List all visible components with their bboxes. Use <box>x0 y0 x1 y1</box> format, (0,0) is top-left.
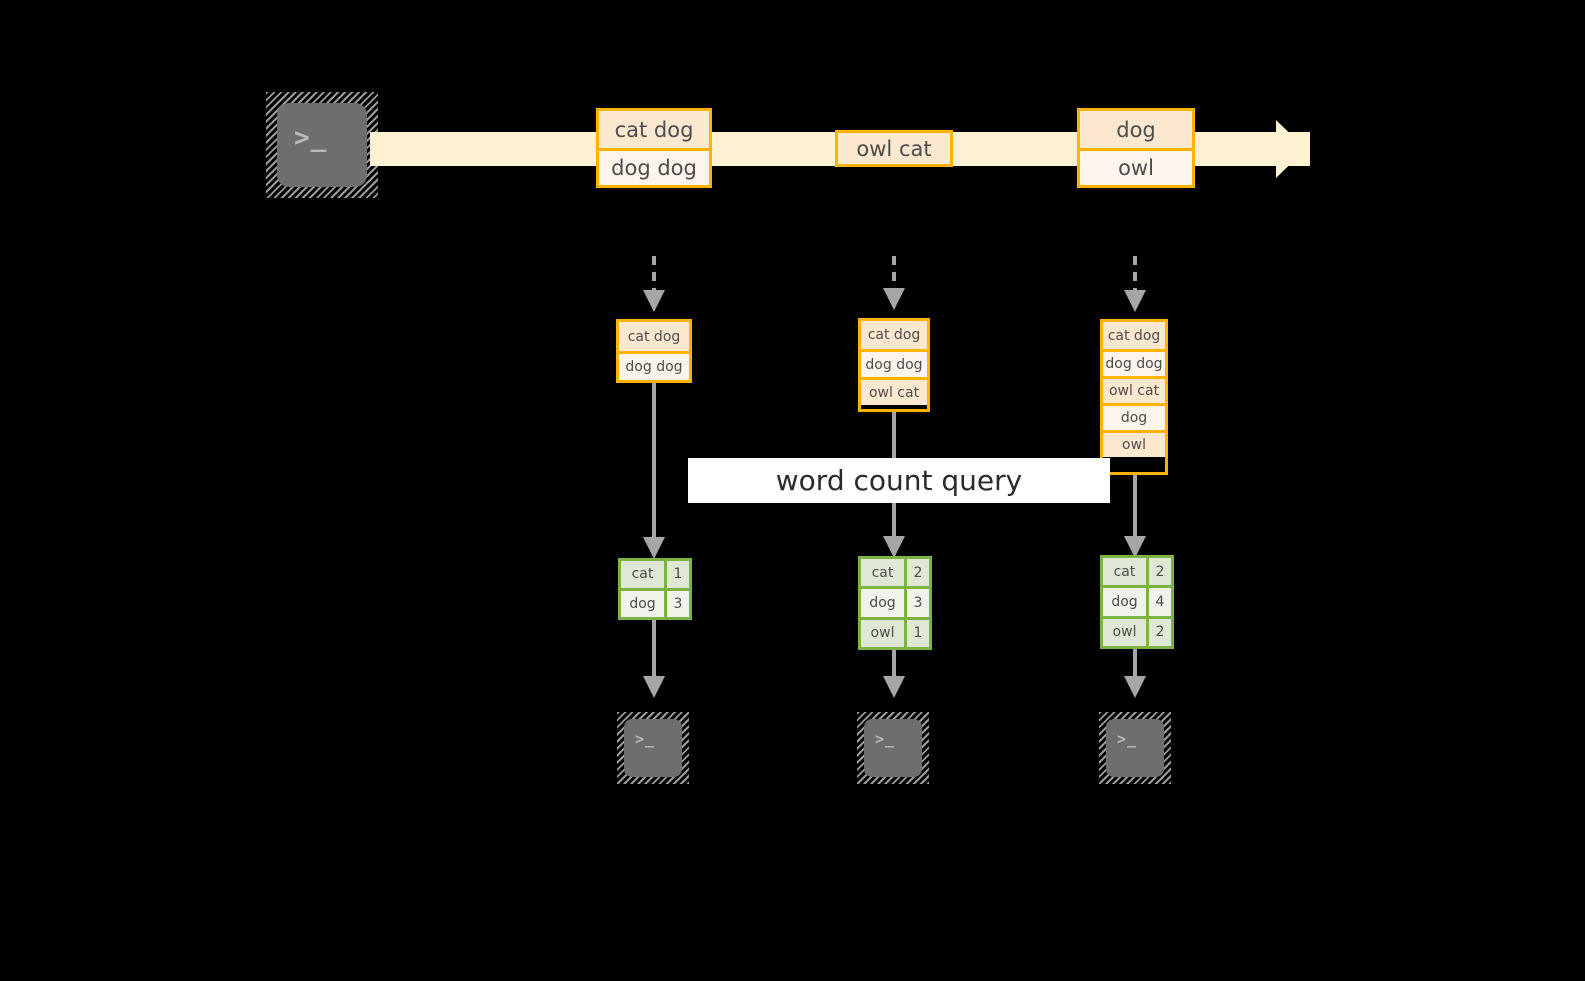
result-table-2-row: owl 1 <box>861 616 929 647</box>
trigger-3-query-arrowhead-icon <box>1124 536 1146 558</box>
stream-batch-2: owl cat <box>835 130 953 167</box>
stream-batch-1-line: cat dog <box>599 111 709 148</box>
result-count: 2 <box>904 559 929 587</box>
result-count: 3 <box>904 589 929 617</box>
sink-terminal-1: >_ <box>617 712 689 784</box>
sink-terminal-2-prompt-icon: >_ <box>875 730 896 748</box>
stream-batch-3-line: dog <box>1080 111 1192 148</box>
result-word: cat <box>861 559 904 587</box>
result-table-3: cat 2 dog 4 owl 2 <box>1100 555 1174 649</box>
trigger-1-sink-arrowhead-icon <box>643 676 665 698</box>
input-table-1-row: dog dog <box>619 351 689 380</box>
input-table-2: cat dog dog dog owl cat <box>858 318 930 412</box>
input-table-3-row: cat dog <box>1103 322 1165 349</box>
source-terminal-body <box>277 103 367 187</box>
result-word: owl <box>1103 618 1146 646</box>
input-table-3: cat dog dog dog owl cat dog owl <box>1100 319 1168 475</box>
result-table-1: cat 1 dog 3 <box>618 558 692 620</box>
trigger-1-sink-connector <box>652 620 656 680</box>
result-count: 1 <box>904 619 929 647</box>
result-word: owl <box>861 619 904 647</box>
trigger-3-sink-connector <box>1133 649 1137 682</box>
input-table-1-row: cat dog <box>619 322 689 351</box>
result-table-2: cat 2 dog 3 owl 1 <box>858 556 932 650</box>
input-table-3-row: dog dog <box>1103 349 1165 376</box>
sink-terminal-2-body <box>864 719 922 777</box>
result-word: dog <box>861 589 904 617</box>
trigger-1-query-arrowhead-icon <box>643 537 665 559</box>
word-count-query-banner: word count query <box>688 458 1110 503</box>
trigger-2-sink-arrowhead-icon <box>883 676 905 698</box>
result-table-3-row: cat 2 <box>1103 558 1171 586</box>
trigger-1-dashed-arrowhead-icon <box>643 290 665 312</box>
result-word: cat <box>621 561 664 588</box>
result-count: 1 <box>664 561 689 588</box>
result-count: 2 <box>1146 618 1171 646</box>
result-table-3-row: dog 4 <box>1103 585 1171 616</box>
result-table-1-row: dog 3 <box>621 587 689 617</box>
trigger-3-sink-arrowhead-icon <box>1124 676 1146 698</box>
result-word: dog <box>621 590 664 617</box>
input-table-1: cat dog dog dog <box>616 319 692 383</box>
input-table-3-row: dog <box>1103 403 1165 430</box>
sink-terminal-3-body <box>1106 719 1164 777</box>
source-terminal: >_ <box>266 92 378 198</box>
stream-batch-3: dog owl <box>1077 108 1195 188</box>
source-terminal-prompt-icon: >_ <box>294 123 328 153</box>
result-table-2-row: cat 2 <box>861 559 929 587</box>
trigger-2-sink-connector <box>892 650 896 682</box>
result-count: 2 <box>1146 558 1171 586</box>
trigger-2-dashed-arrowhead-icon <box>883 288 905 310</box>
trigger-2-query-arrowhead-icon <box>883 536 905 558</box>
sink-terminal-2: >_ <box>857 712 929 784</box>
input-table-3-row: owl cat <box>1103 376 1165 403</box>
sink-terminal-1-prompt-icon: >_ <box>635 730 656 748</box>
stream-batch-1: cat dog dog dog <box>596 108 712 188</box>
trigger-3-dashed-connector <box>1133 256 1137 292</box>
result-table-1-row: cat 1 <box>621 561 689 588</box>
stream-batch-1-line: dog dog <box>599 148 709 185</box>
result-count: 4 <box>1146 588 1171 616</box>
word-count-query-label: word count query <box>775 464 1023 497</box>
stream-batch-3-line: owl <box>1080 148 1192 185</box>
sink-terminal-3-prompt-icon: >_ <box>1117 730 1138 748</box>
input-table-3-row: owl <box>1103 430 1165 457</box>
trigger-3-dashed-arrowhead-icon <box>1124 290 1146 312</box>
result-table-3-row: owl 2 <box>1103 615 1171 646</box>
stream-timeline-arrowhead-icon <box>1276 120 1306 178</box>
sink-terminal-1-body <box>624 719 682 777</box>
trigger-1-query-connector <box>652 383 656 543</box>
trigger-2-dashed-connector <box>892 256 896 290</box>
result-word: cat <box>1103 558 1146 586</box>
sink-terminal-3: >_ <box>1099 712 1171 784</box>
input-table-2-row: cat dog <box>861 321 927 349</box>
result-table-2-row: dog 3 <box>861 586 929 617</box>
result-word: dog <box>1103 588 1146 616</box>
trigger-1-dashed-connector <box>652 256 656 292</box>
stream-batch-2-line: owl cat <box>838 133 950 164</box>
input-table-2-row: owl cat <box>861 377 927 405</box>
result-count: 3 <box>664 590 689 617</box>
input-table-2-row: dog dog <box>861 349 927 377</box>
trigger-3-query-connector <box>1133 475 1137 543</box>
